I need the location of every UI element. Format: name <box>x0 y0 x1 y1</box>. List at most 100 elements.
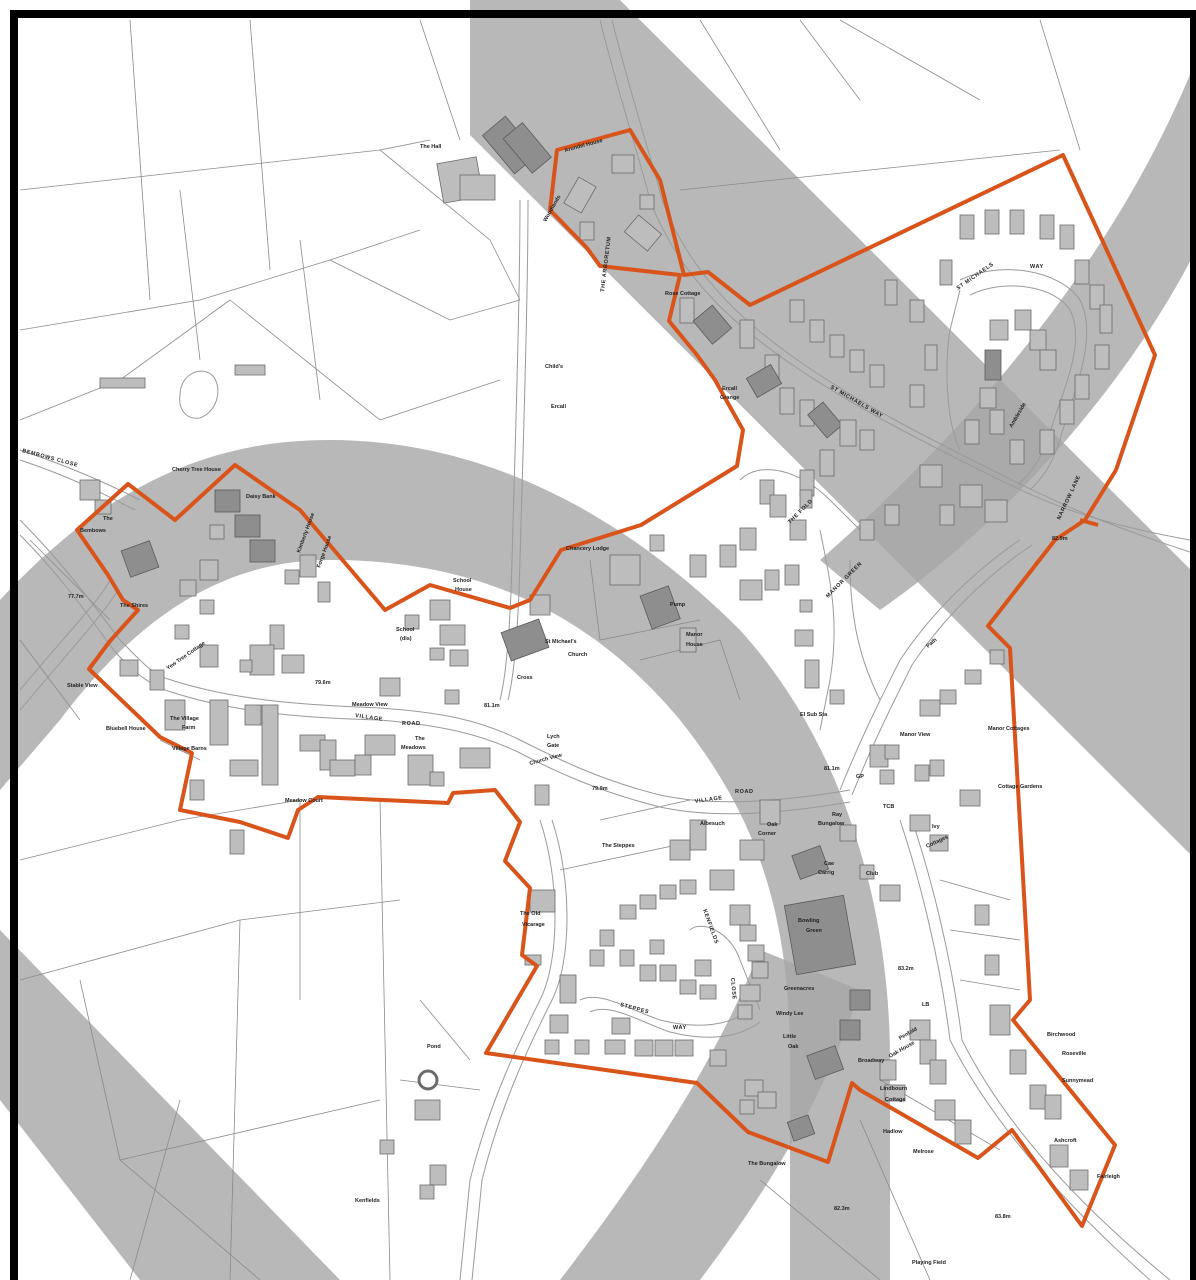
label-the-hall: The Hall <box>420 144 442 150</box>
label-manor-house-1: Manor <box>686 632 703 638</box>
level-81-1-west: 81.1m <box>484 703 500 709</box>
label-lindbourn-cottage-2: Cottage <box>885 1097 905 1103</box>
label-lb: LB <box>922 1002 929 1008</box>
label-childs: Child's <box>545 364 563 370</box>
label-manor-cottages: Manor Cottages <box>988 726 1030 732</box>
label-playing-field: Playing Field <box>912 1260 946 1266</box>
label-greenacres: Greenacres <box>784 986 814 992</box>
road-label-st-michaels-2: WAY <box>1030 264 1044 270</box>
label-village-farm-2: Farm <box>182 725 196 731</box>
level-82-3: 82.3m <box>834 1206 850 1212</box>
label-school-dis-1: School <box>396 627 415 633</box>
level-79-9: 79.9m <box>592 786 608 792</box>
label-broadway: Broadway <box>858 1058 885 1064</box>
roads <box>19 19 1191 1280</box>
label-stable-view: Stable View <box>67 683 98 689</box>
road-label-close: CLOSE <box>729 978 737 1000</box>
label-hadlow: Hadlow <box>883 1129 903 1135</box>
boundary-line-main <box>75 128 1157 1228</box>
label-melrose: Melrose <box>913 1149 934 1155</box>
band-arc-west <box>0 440 890 1280</box>
label-pump: Pump <box>670 602 686 608</box>
level-79-6: 79.6m <box>315 680 331 686</box>
label-manor-view: Manor View <box>900 732 931 738</box>
label-lindbourn-cottage-1: Lindbourn <box>880 1086 908 1092</box>
label-cross: Cross <box>517 675 533 681</box>
level-77-7: 77.7m <box>68 594 84 600</box>
label-meadow-view: Meadow View <box>352 702 388 708</box>
band-north-east-arc <box>820 60 1196 610</box>
buildings <box>79 115 1113 1200</box>
label-the-bembows-2: Bembows <box>80 528 106 534</box>
label-manor-house-2: House <box>686 642 703 648</box>
label-albesuch: Albesuch <box>700 821 725 827</box>
label-ray-bungalow-2: Bungalow <box>818 821 845 827</box>
label-the-bembows-1: The <box>103 516 113 522</box>
road-label-village-road-4: ROAD <box>735 789 754 795</box>
spot-levels: 77.7m 79.6m 81.1m 79.9m 81.1m 82.9m 83.2… <box>68 536 1068 1220</box>
label-school-house-2: House <box>455 587 472 593</box>
label-oak-corner-1: Oak <box>767 822 778 828</box>
label-bowling-green-2: Green <box>806 928 823 934</box>
label-gp: GP <box>856 774 864 780</box>
level-81-1-east: 81.1m <box>824 766 840 772</box>
label-bluebell-house: Bluebell House <box>106 726 146 732</box>
label-village-barns: Village Barns <box>172 746 207 752</box>
label-ashcroft: Ashcroft <box>1054 1138 1077 1144</box>
road-label-steppes-way-2: WAY <box>673 1025 687 1031</box>
label-club: Club <box>866 871 879 877</box>
label-st-michaels-church-1: St Michael's <box>545 639 577 645</box>
label-the-meadows-1: The <box>415 736 425 742</box>
label-the-meadows-2: Meadows <box>401 745 426 751</box>
label-st-michaels-church-2: Church <box>568 652 588 658</box>
label-rose-cottage: Rose Cottage <box>665 291 700 297</box>
map-frame <box>10 10 1196 1280</box>
label-birchwood: Birchwood <box>1047 1032 1075 1038</box>
label-ivy-cottages-1: Ivy <box>932 824 941 830</box>
label-little-oak-1: Little <box>783 1034 796 1040</box>
label-el-sub-sta: El Sub Sta <box>800 712 828 718</box>
label-ercall-grange-2: Grange <box>720 395 739 401</box>
label-fairleigh: Fairleigh <box>1097 1174 1121 1180</box>
conservation-area-boundary <box>75 128 1157 1228</box>
label-roseville: Roseville <box>1062 1051 1086 1057</box>
level-82-9: 82.9m <box>1052 536 1068 542</box>
label-windy-lee: Windy Lee <box>776 1011 803 1017</box>
road-label-village-road-3: VILLAGE <box>694 795 723 805</box>
level-83-8: 83.8m <box>995 1214 1011 1220</box>
label-school-house-1: School <box>453 578 472 584</box>
label-sunnymead: Sunnymead <box>1062 1078 1093 1084</box>
label-cottage-gardens: Cottage Gardens <box>998 784 1042 790</box>
label-bowling-green-1: Bowling <box>798 918 819 924</box>
label-oak-corner-2: Corner <box>758 831 777 837</box>
label-ercall-grange-1: Ercall <box>722 386 737 392</box>
label-meadow-court: Meadow Court <box>285 798 323 804</box>
label-lych-gate-2: Gate <box>547 743 559 749</box>
label-cae-carrig-2: Carrig <box>818 870 834 876</box>
label-kenfields: Kenfields <box>355 1198 380 1204</box>
label-the-shires: The Shires <box>120 603 148 609</box>
road-label-village-road-1: VILLAGE <box>355 713 384 723</box>
label-school-dis-2: (dis) <box>400 636 412 642</box>
label-cae-carrig-1: Cae <box>824 861 834 867</box>
label-pond: Pond <box>427 1044 441 1050</box>
label-tcb: TCB <box>883 804 894 810</box>
label-the-steppes: The Steppes <box>602 843 635 849</box>
label-ray-bungalow-1: Ray <box>832 812 843 818</box>
label-chancery-lodge: Chancery Lodge <box>566 546 609 552</box>
boundary-line-tail <box>1079 518 1099 527</box>
label-cherry-tree-house: Cherry Tree House <box>172 467 221 473</box>
label-ercall: Ercall <box>551 404 566 410</box>
label-the-bungalow: The Bungalow <box>748 1161 786 1167</box>
label-the-old-vicarage-1: The Old <box>520 911 540 917</box>
label-the-old-vicarage-2: Vicarage <box>522 922 545 928</box>
label-village-farm-1: The Village <box>170 716 199 722</box>
road-label-village-road-2: ROAD <box>402 721 421 727</box>
label-lych-gate-1: Lych <box>547 734 560 740</box>
label-little-oak-2: Oak <box>788 1044 799 1050</box>
level-83-2: 83.2m <box>898 966 914 972</box>
band-south-west <box>0 930 340 1280</box>
band-south-east-arc <box>560 950 860 1280</box>
field-boundaries <box>19 19 1081 1280</box>
